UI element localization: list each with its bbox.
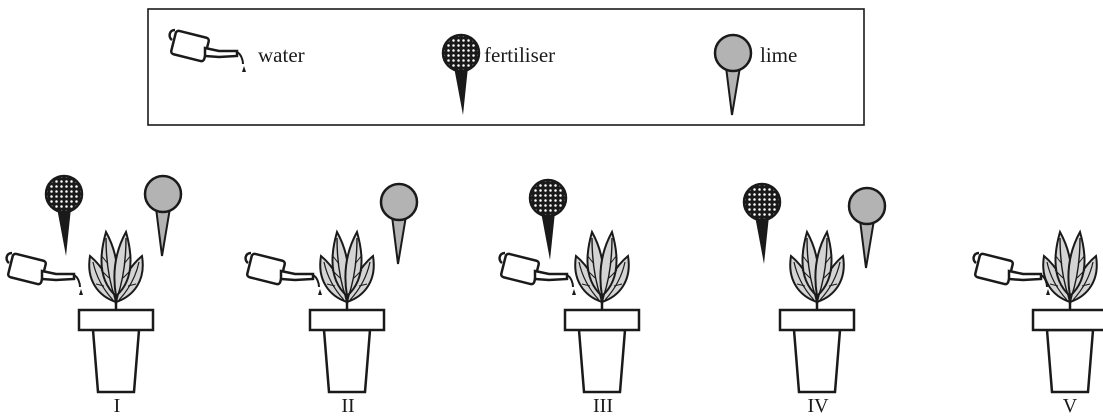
- fertiliser-stake-icon: [744, 184, 780, 264]
- lime-stake-icon: [849, 188, 885, 268]
- lime-stake-icon: [381, 184, 417, 264]
- pot-group-3: III: [500, 180, 639, 417]
- potted-plant: [310, 232, 384, 392]
- potted-plant: [565, 232, 639, 392]
- watering-can-icon: [974, 253, 1050, 295]
- pot-label-2: II: [341, 395, 354, 417]
- pot-group-1: I: [7, 176, 181, 417]
- pot-label-4: IV: [807, 395, 829, 417]
- pot-label-5: V: [1063, 395, 1078, 417]
- legend-water-label: water: [258, 43, 305, 67]
- pot-label-3: III: [593, 395, 613, 417]
- pot-group-5: V: [974, 232, 1103, 417]
- fertiliser-stake-icon: [46, 176, 82, 256]
- fertiliser-stake-icon: [530, 180, 566, 260]
- legend: water fertiliser lime: [148, 9, 864, 125]
- pot-group-4: IV: [744, 184, 885, 417]
- potted-plant: [780, 232, 854, 392]
- watering-can-icon: [500, 253, 576, 295]
- watering-can-icon: [7, 253, 83, 295]
- potted-plant: [79, 232, 153, 392]
- pot-group-2: II: [246, 184, 417, 417]
- legend-fertiliser-label: fertiliser: [484, 43, 555, 67]
- lime-stake-icon: [145, 176, 181, 256]
- watering-can-icon: [246, 253, 322, 295]
- legend-lime-label: lime: [760, 43, 797, 67]
- potted-plant: [1033, 232, 1103, 392]
- legend-box: [148, 9, 864, 125]
- pot-label-1: I: [114, 395, 121, 417]
